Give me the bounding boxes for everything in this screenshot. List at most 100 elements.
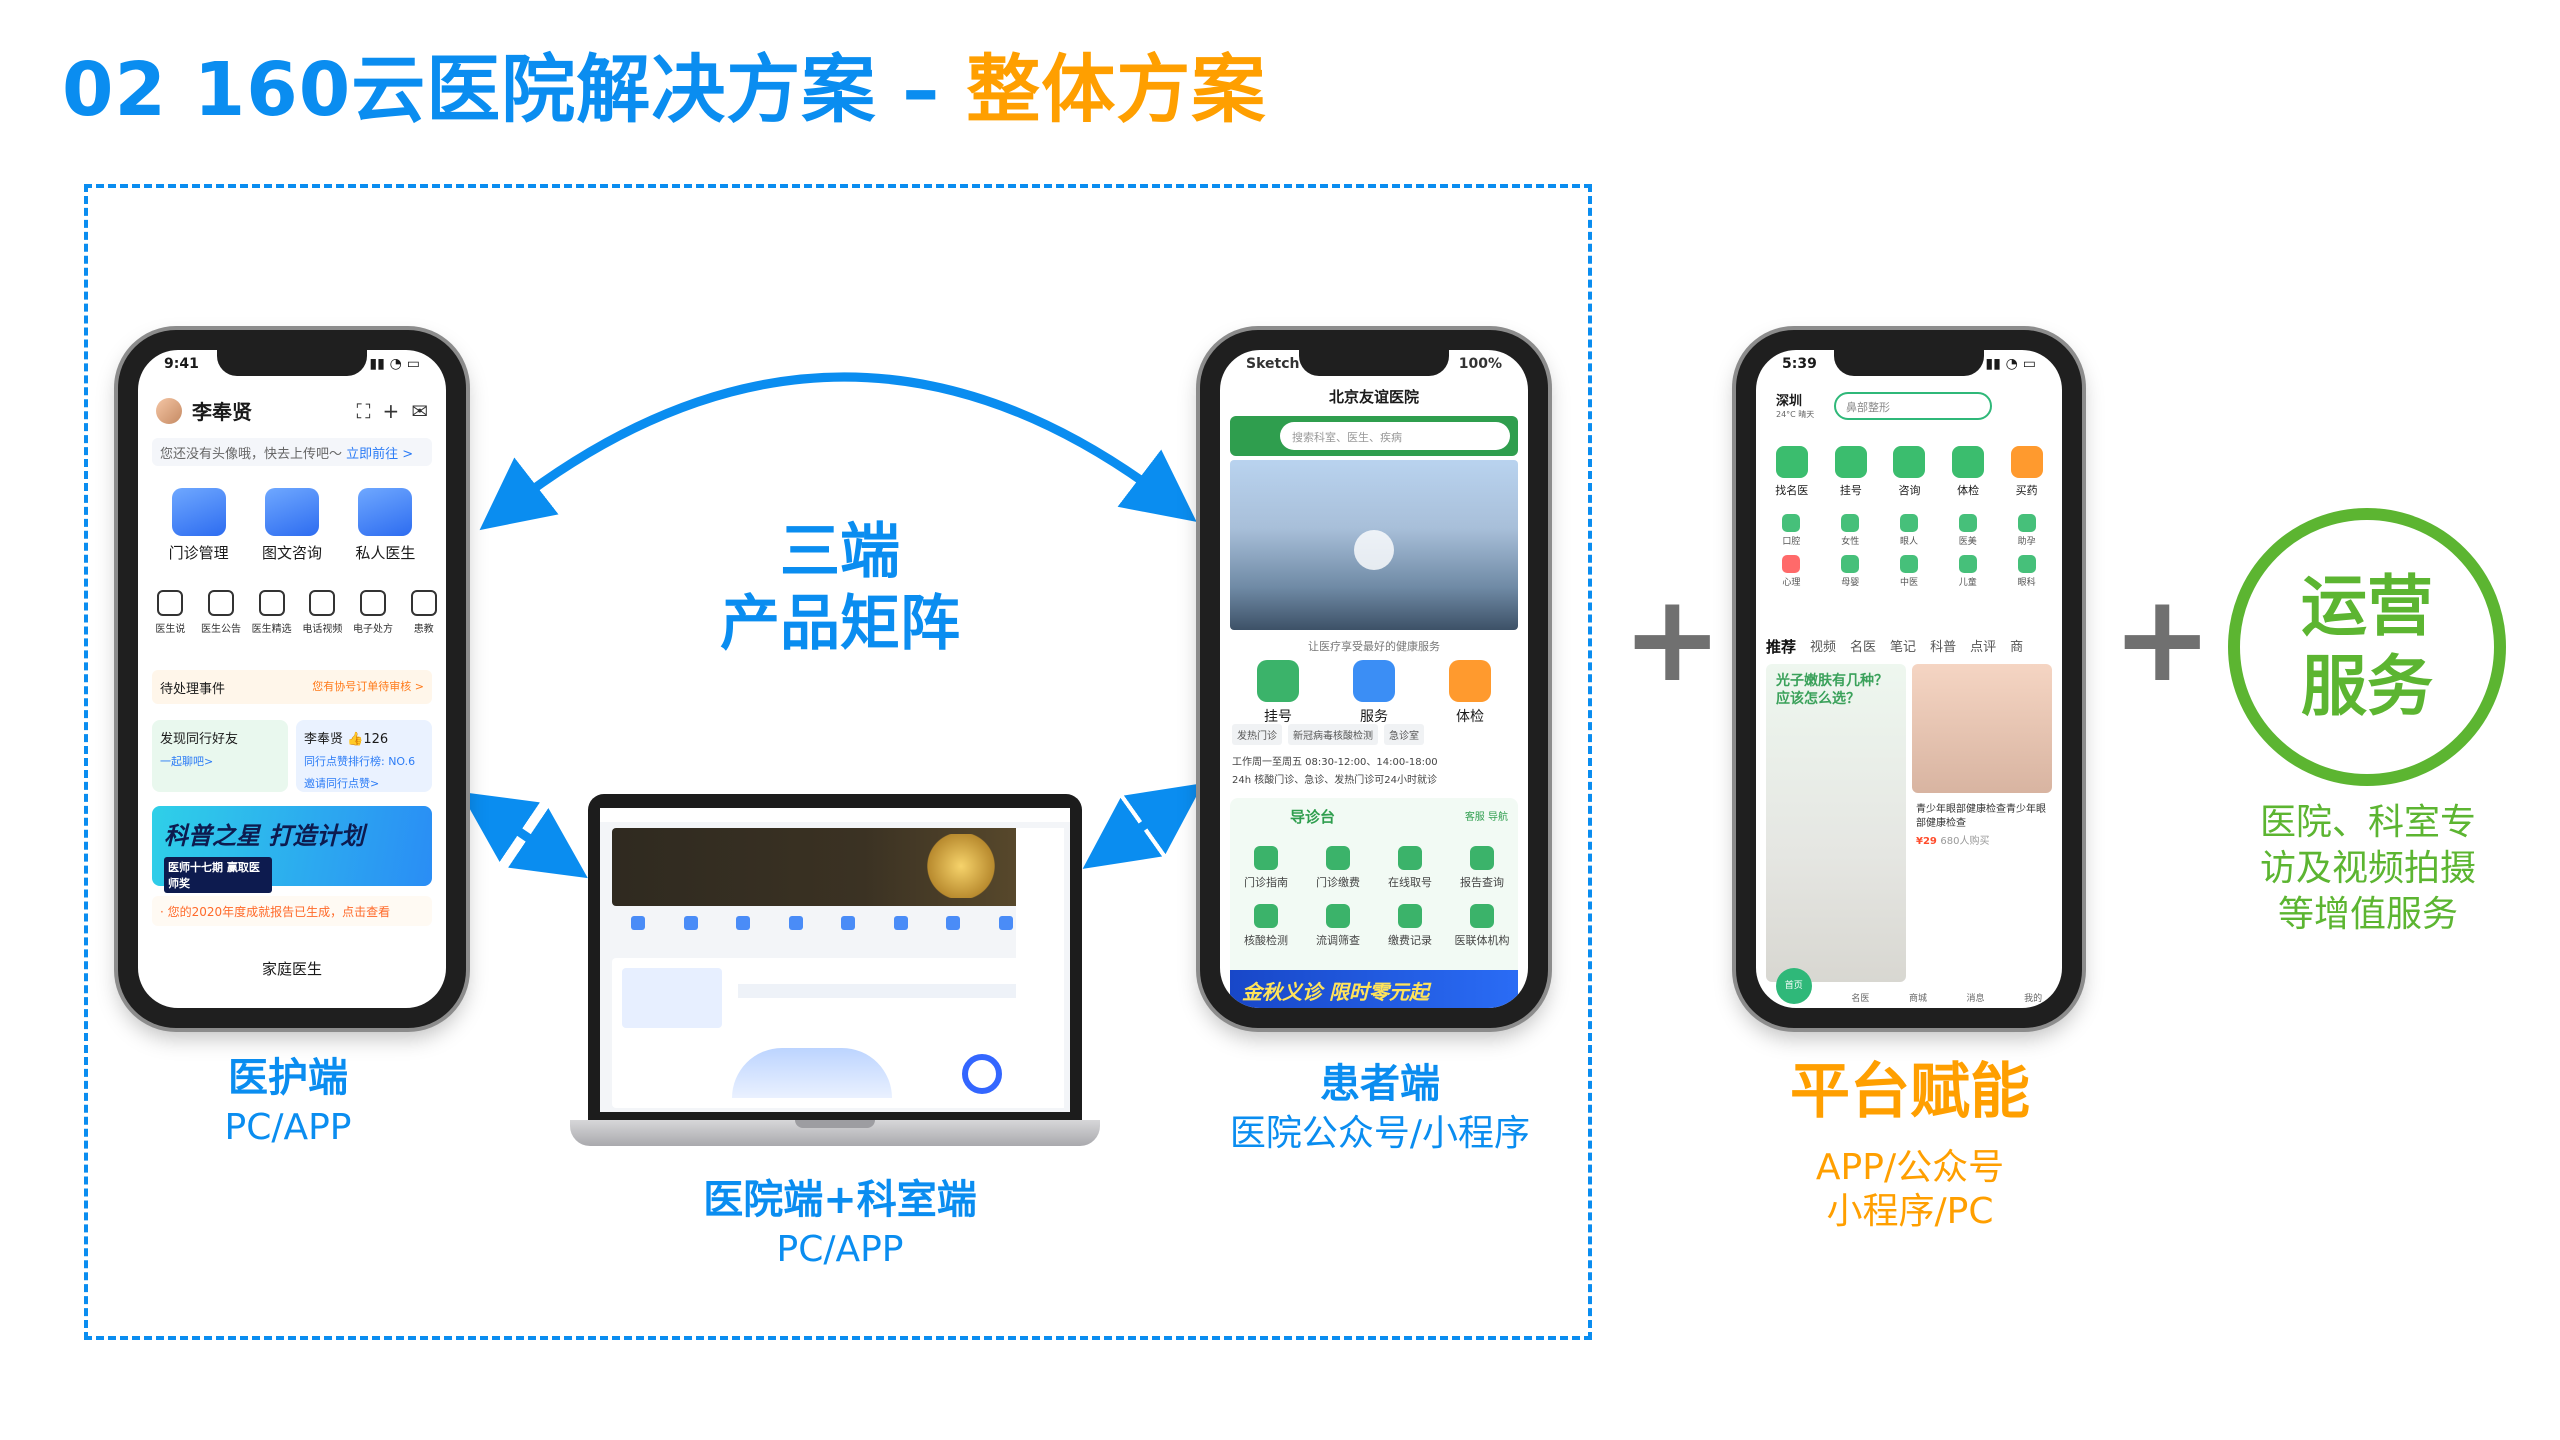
feed-card-image[interactable] — [1912, 664, 2052, 793]
main-icon-item[interactable]: 买药 — [2010, 446, 2043, 498]
nurse-app-screen: 9:41▮▮ ◔ ▭ 李奉贤 ⛶ + ✉ 您还没有头像哦，快去上传吧～ 立即前往… — [138, 350, 446, 1008]
tab-messages[interactable]: 消息 — [1966, 994, 1985, 1004]
search-input[interactable]: 搜索科室、医生、疾病 — [1280, 422, 1510, 450]
category-item[interactable]: 眼人 — [1880, 514, 1939, 547]
shortcut-icon[interactable] — [841, 916, 856, 930]
consult-entry[interactable]: 图文咨询 — [245, 488, 338, 563]
avatar[interactable] — [156, 397, 182, 424]
row-item[interactable]: 医生精选 — [249, 590, 294, 635]
guide-item[interactable]: 医联体机构 — [1446, 904, 1518, 948]
main-icon-item[interactable]: 找名医 — [1775, 446, 1808, 498]
shortcut-icon[interactable] — [631, 916, 646, 930]
todo-label: 待处理事件 — [160, 682, 226, 697]
report-notice[interactable]: · 您的2020年度成就报告已生成，点击查看 — [152, 896, 432, 926]
tab-science[interactable]: 科普 — [1930, 640, 1957, 655]
tag[interactable]: 新冠病毒核酸检测 — [1288, 724, 1378, 745]
todo-bar[interactable]: 待处理事件您有协号订单待审核 > — [152, 670, 432, 704]
tab-mall[interactable]: 商城 — [1908, 994, 1927, 1004]
category-item[interactable]: 儿童 — [1938, 555, 1997, 588]
category-item[interactable]: 医美 — [1938, 514, 1997, 547]
tab-mine[interactable]: 我的 — [2024, 994, 2043, 1004]
add-icon[interactable]: + — [382, 398, 400, 423]
hospital-photo[interactable] — [1230, 460, 1518, 630]
dashboard-panel — [612, 958, 1032, 1108]
avatar-tip[interactable]: 您还没有头像哦，快去上传吧～ 立即前往 > — [152, 438, 432, 466]
operation-service-desc: 医院、科室专 访及视频拍摄 等增值服务 — [2218, 800, 2518, 938]
status-bar: 5:39▮▮ ◔ ▭ — [1782, 356, 2036, 376]
row-item[interactable]: 电话视频 — [300, 590, 345, 635]
play-icon[interactable] — [1354, 530, 1394, 570]
card-button[interactable]: 一起聊吧> — [160, 755, 214, 768]
main-icon-item[interactable]: 体检 — [1952, 446, 1985, 498]
guide-desk: 导诊台 客服 导航 门诊指南 门诊缴费 在线取号 报告查询 核酸检测 流调筛查 … — [1230, 798, 1518, 986]
guide-item[interactable]: 在线取号 — [1374, 846, 1446, 890]
heart-icon — [1782, 555, 1801, 573]
shortcut-icon[interactable] — [946, 916, 961, 930]
tab-video[interactable]: 视频 — [1810, 640, 1837, 655]
guide-item[interactable]: 门诊缴费 — [1302, 846, 1374, 890]
shortcut-icon[interactable] — [683, 916, 698, 930]
science-banner[interactable]: 科普之星 打造计划医师十七期 赢取医师奖 — [152, 806, 432, 893]
tab-reviews[interactable]: 点评 — [1970, 640, 1997, 655]
row-item[interactable]: 医生公告 — [199, 590, 244, 635]
category-item[interactable]: 助孕 — [1997, 514, 2056, 547]
nurse-label: 医护端 PC/APP — [148, 1052, 428, 1152]
tab-notes[interactable]: 笔记 — [1890, 640, 1917, 655]
status-time: 5:39 — [1782, 356, 1817, 372]
guide-item[interactable]: 报告查询 — [1446, 846, 1518, 890]
row-item[interactable]: 电子处方 — [351, 590, 396, 635]
private-doctor-entry[interactable]: 私人医生 — [339, 488, 432, 563]
category-item[interactable]: 心理 — [1762, 555, 1821, 588]
shortcut-icon[interactable] — [788, 916, 803, 930]
platform-label: 平台赋能 APP/公众号 小程序/PC — [1740, 1052, 2080, 1234]
checkup-entry[interactable]: 体检 — [1449, 660, 1491, 726]
service-entry[interactable]: 服务 — [1353, 660, 1395, 726]
guide-side-links[interactable]: 客服 导航 — [1464, 812, 1508, 823]
main-icon-item[interactable]: 咨询 — [1893, 446, 1926, 498]
category-item[interactable]: 眼科 — [1997, 555, 2056, 588]
tag[interactable]: 急诊室 — [1384, 724, 1424, 745]
category-item[interactable]: 中医 — [1880, 555, 1939, 588]
ophthalmology-icon — [2017, 555, 2036, 573]
status-bar: 9:41▮▮ ◔ ▭ — [164, 356, 420, 376]
shortcut-icon[interactable] — [998, 916, 1013, 930]
guide-item[interactable]: 门诊指南 — [1230, 846, 1302, 890]
main-icon-item[interactable]: 挂号 — [1834, 446, 1867, 498]
row-item[interactable]: 医生说 — [148, 590, 193, 635]
shortcut-icon[interactable] — [893, 916, 908, 930]
promo-card[interactable] — [622, 968, 722, 1028]
feed-card[interactable]: 青少年眼部健康检查青少年眼部健康检查¥29 680人购买 — [1912, 799, 2052, 982]
dashboard-sidebar — [1016, 828, 1064, 1108]
card-button[interactable]: 邀请同行点赞> — [304, 777, 380, 790]
message-icon[interactable]: ✉ — [411, 398, 428, 423]
tab-home[interactable]: 首页 — [1775, 968, 1812, 1004]
feed-card[interactable]: 光子嫩肤有几种？应该怎么选？ — [1766, 664, 1906, 982]
category-label: 助孕 — [2017, 537, 2036, 547]
tab-doctors-bottom[interactable]: 名医 — [1851, 994, 1870, 1004]
tab-doctors[interactable]: 名医 — [1850, 640, 1877, 655]
opening-hours: 工作周一至周五 08:30-12:00、14:00-18:00 24h 核酸门诊… — [1232, 754, 1516, 790]
register-entry[interactable]: 挂号 — [1257, 660, 1299, 726]
tab-more[interactable]: 商 — [2010, 640, 2024, 655]
guide-item[interactable]: 缴费记录 — [1374, 904, 1446, 948]
category-item[interactable]: 口腔 — [1762, 514, 1821, 547]
promo-banner[interactable]: 金秋义诊 限时零元起 — [1230, 970, 1518, 1008]
outpatient-entry[interactable]: 门诊管理 — [152, 488, 245, 563]
tag[interactable]: 发热门诊 — [1232, 724, 1282, 745]
platform-label-title: 平台赋能 — [1790, 1057, 2030, 1127]
guide-item[interactable]: 流调筛查 — [1302, 904, 1374, 948]
tip-link[interactable]: 立即前往 > — [346, 447, 414, 462]
find-peers-card[interactable]: 发现同行好友一起聊吧> — [152, 720, 288, 792]
shortcut-icon[interactable] — [736, 916, 751, 930]
scan-icon[interactable]: ⛶ — [356, 398, 371, 423]
row-item[interactable]: 患教 — [401, 590, 446, 635]
category-item[interactable]: 女性 — [1821, 514, 1880, 547]
tab-recommend[interactable]: 推荐 — [1766, 638, 1797, 656]
category-item[interactable]: 母婴 — [1821, 555, 1880, 588]
search-input[interactable]: 鼻部整形 — [1834, 392, 1992, 420]
guide-item[interactable]: 核酸检测 — [1230, 904, 1302, 948]
guide-label: 核酸检测 — [1244, 934, 1288, 947]
